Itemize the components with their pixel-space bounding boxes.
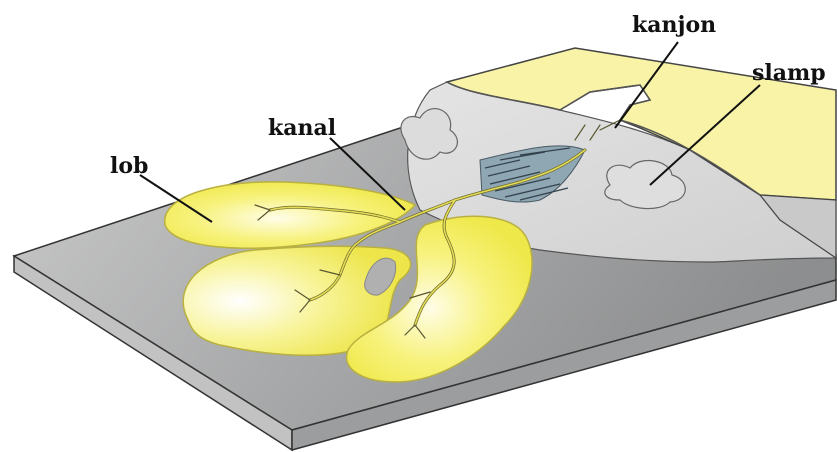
label-kanal: kanal (268, 115, 336, 141)
label-kanjon: kanjon (632, 12, 716, 38)
label-lob: lob (110, 153, 148, 179)
label-slamp: slamp (752, 60, 826, 86)
